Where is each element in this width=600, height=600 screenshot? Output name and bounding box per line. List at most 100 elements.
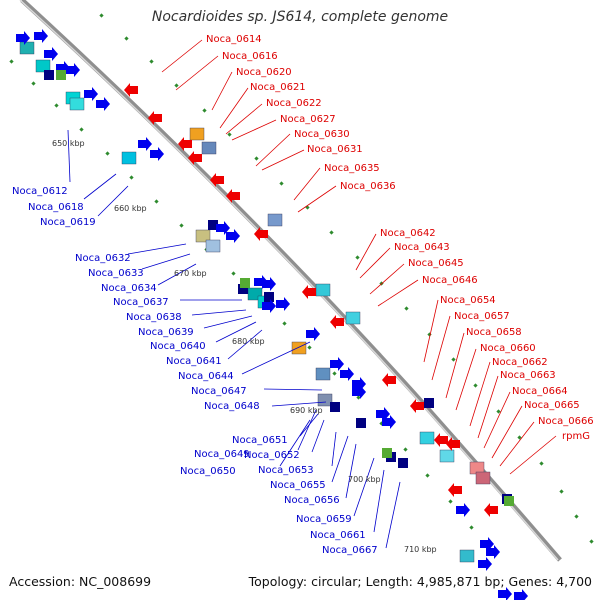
- gene-label-left: Noca_0618: [28, 202, 84, 213]
- leader-line-left: [83, 173, 117, 200]
- gene-block: [419, 431, 435, 445]
- gene-arrow-forward: [34, 29, 48, 43]
- gene-arrow-reverse: [382, 373, 396, 387]
- leader-line-right: [491, 405, 523, 459]
- gene-label-right: Noca_0621: [250, 82, 306, 93]
- leader-line-left: [227, 329, 263, 360]
- gene-arrow-forward: [262, 277, 276, 291]
- gene-arrow-forward: [84, 87, 98, 101]
- gene-label-left: Noca_0639: [138, 327, 194, 338]
- gene-label-right: Noca_0622: [266, 98, 322, 109]
- tick-mark: [282, 321, 287, 326]
- scale-label: 710 kbp: [404, 545, 437, 554]
- gene-label-left: Noca_0651: [232, 435, 288, 446]
- gene-label-left: Noca_0638: [126, 312, 182, 323]
- leader-line-right: [293, 167, 321, 201]
- leader-line-left: [97, 185, 129, 217]
- gene-arrow-forward: [352, 385, 366, 399]
- gene-label-left: Noca_0650: [180, 466, 236, 477]
- gene-arrow-forward: [276, 297, 290, 311]
- gene-arrow-forward: [352, 377, 366, 391]
- gene-label-right: Noca_0646: [422, 275, 478, 286]
- gene-label-left: Noca_0653: [258, 465, 314, 476]
- left-gene-labels: Noca_0612Noca_0618Noca_0619Noca_0632Noca…: [12, 186, 378, 556]
- gene-arrow-reverse: [178, 137, 192, 151]
- leader-line-right: [219, 87, 249, 129]
- leader-line-right: [225, 103, 263, 135]
- gene-block: [19, 41, 35, 55]
- tick-mark: [254, 156, 259, 161]
- gene-block-green: [504, 496, 514, 506]
- gene-label-right: Noca_0664: [512, 386, 568, 397]
- leader-line-right: [499, 421, 535, 467]
- tick-mark: [517, 435, 522, 440]
- leader-line-left: [311, 419, 325, 453]
- gene-arrow-forward: [216, 221, 230, 235]
- summary-text: Topology: circular; Length: 4,985,871 bp…: [248, 574, 592, 589]
- tick-mark: [356, 395, 361, 400]
- gene-block-dark: [398, 458, 408, 468]
- scale-label: 650 kbp: [52, 139, 85, 148]
- gene-block-green: [382, 448, 392, 458]
- gene-features: [16, 29, 528, 600]
- leader-line-left: [157, 263, 197, 286]
- gene-arrow-forward: [226, 229, 240, 243]
- gene-arrow-forward: [480, 537, 494, 551]
- leader-line-left: [241, 341, 311, 375]
- leader-line-left: [353, 457, 375, 517]
- leader-line-right: [509, 435, 557, 475]
- leader-line-left: [67, 129, 71, 183]
- gene-label-left: Noca_0633: [88, 268, 144, 279]
- leader-line-right: [445, 332, 465, 399]
- gene-arrow-forward: [150, 147, 164, 161]
- tick-mark: [589, 539, 594, 544]
- leader-line-right: [231, 119, 277, 141]
- gene-label-right: Noca_0630: [294, 129, 350, 140]
- tick-mark: [279, 181, 284, 186]
- leader-line-left: [271, 401, 327, 407]
- gene-label-left: Noca_0649: [194, 449, 250, 460]
- tick-mark: [305, 205, 310, 210]
- gene-block: [35, 59, 51, 73]
- gene-arrow-forward: [16, 31, 30, 45]
- gene-block: [267, 213, 283, 227]
- tick-mark: [425, 473, 430, 478]
- gene-arrow-reverse: [124, 83, 138, 97]
- gene-block: [291, 341, 307, 355]
- gene-label-right: Noca_0627: [280, 114, 336, 125]
- gene-arrow-reverse: [254, 227, 268, 241]
- gene-block-dark: [264, 292, 274, 302]
- leader-line-right: [483, 391, 511, 449]
- gene-label-left: Noca_0655: [270, 480, 326, 491]
- leader-line-left: [297, 409, 317, 451]
- gene-label-left: Noca_0619: [40, 217, 96, 228]
- gene-block: [317, 393, 333, 407]
- tick-mark: [231, 271, 236, 276]
- gene-arrow-reverse: [484, 503, 498, 517]
- scale-label: 700 kbp: [348, 475, 381, 484]
- gene-label-left: Noca_0641: [166, 356, 222, 367]
- tick-mark: [54, 103, 59, 108]
- gene-block: [475, 471, 491, 485]
- gene-label-right: Noca_0631: [307, 144, 363, 155]
- tick-mark: [574, 514, 579, 519]
- gene-label-right: Noca_0663: [500, 370, 556, 381]
- gene-block-dark: [330, 402, 340, 412]
- gene-block: [205, 239, 221, 253]
- leader-line-right: [469, 361, 491, 427]
- tick-mark: [31, 81, 36, 86]
- gene-label-right: Noca_0614: [206, 34, 262, 45]
- gene-arrow-reverse: [226, 189, 240, 203]
- gene-block-dark: [208, 220, 218, 230]
- tick-mark: [124, 36, 129, 41]
- gene-arrow-forward: [306, 327, 320, 341]
- gene-block: [439, 449, 455, 463]
- gene-label-left: Noca_0659: [296, 514, 352, 525]
- leader-line-right: [455, 348, 477, 411]
- leader-line-right: [255, 133, 291, 167]
- tick-mark: [202, 108, 207, 113]
- gene-label-right: Noca_0660: [480, 343, 536, 354]
- gene-arrow-reverse: [330, 315, 344, 329]
- gene-label-left: Noca_0652: [244, 450, 300, 461]
- accession-text: Accession: NC_008699: [9, 574, 152, 589]
